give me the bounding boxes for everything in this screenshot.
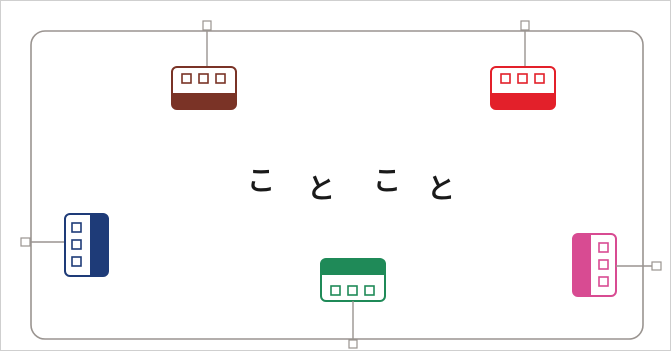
title-char-1: こ <box>246 164 275 197</box>
rail-loop <box>30 30 644 340</box>
title-kotokoto: こ と こ と <box>237 159 465 207</box>
car-pink <box>572 233 662 297</box>
title-char-4: と <box>426 172 455 205</box>
car-blue <box>20 213 109 277</box>
title-char-3: こ <box>372 164 401 197</box>
car-green <box>320 258 386 349</box>
car-brown <box>171 20 237 110</box>
car-red <box>490 20 556 110</box>
title-char-2: と <box>306 172 335 205</box>
